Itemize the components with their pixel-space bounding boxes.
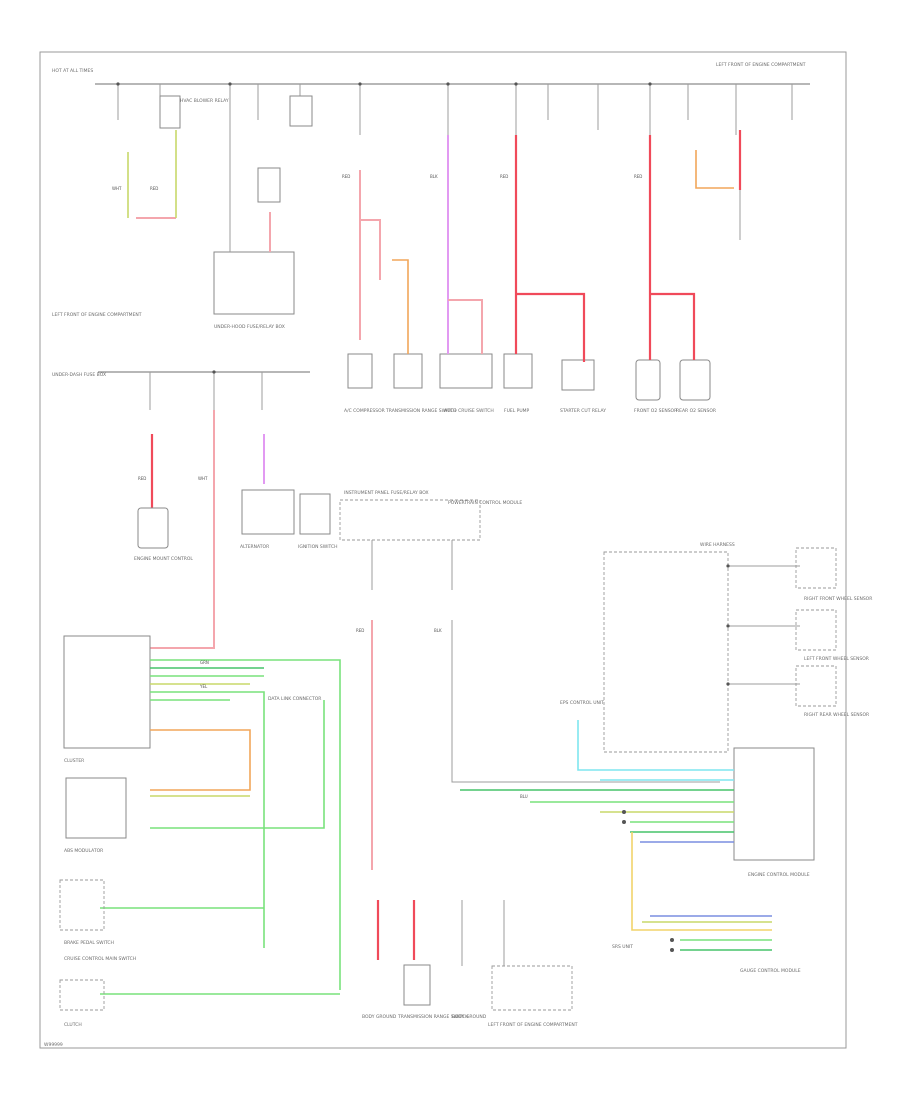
label-pcm: POWERTRAIN CONTROL MODULE — [448, 500, 522, 506]
label-relay-hvac: HVAC BLOWER RELAY — [180, 98, 229, 104]
label-bottom-left-1: BRAKE PEDAL SWITCH — [64, 940, 114, 946]
relay-box-1 — [159, 95, 181, 129]
center-block — [339, 499, 720, 1006]
footer-code: W99999 — [44, 1042, 63, 1048]
label-c9: ALTERNATOR — [240, 544, 269, 550]
label-ground-left: LEFT FRONT OF ENGINE COMPARTMENT — [52, 312, 142, 318]
label-c1: A/C COMPRESSOR — [344, 408, 385, 414]
comp-c3-box — [439, 353, 493, 389]
label-eps: EPS CONTROL UNIT — [560, 700, 604, 706]
right-block — [460, 547, 837, 951]
wire-label-10: BLK — [434, 628, 442, 633]
label-instrument-panel-fuse: INSTRUMENT PANEL FUSE/RELAY BOX — [344, 490, 429, 496]
wire-label-2: RED — [150, 186, 158, 191]
label-wire-harness: WIRE HARNESS — [700, 542, 735, 548]
wire-label-5: RED — [500, 174, 508, 179]
comp-c8-box — [137, 507, 169, 549]
wire-label-4: BLK — [430, 174, 438, 179]
comp-c1-box — [347, 353, 373, 389]
relay-box-3 — [257, 167, 281, 203]
wire-label-11: GRN — [200, 660, 209, 665]
comp-c9-box — [241, 489, 295, 535]
wire-label-12: YEL — [199, 684, 208, 689]
comp-c10-box — [299, 493, 331, 535]
wire-label-1: WHT — [112, 186, 122, 191]
wire-label-6: RED — [634, 174, 642, 179]
cluster-block — [59, 635, 341, 1011]
label-engine-control: ENGINE CONTROL MODULE — [748, 872, 810, 878]
bottom-comp-2 — [403, 964, 431, 1006]
top-power-bus — [95, 83, 810, 135]
label-gauge: GAUGE CONTROL MODULE — [740, 968, 801, 974]
label-bottom-1: BODY GROUND — [362, 1014, 397, 1020]
wire-label-8: WHT — [198, 476, 208, 481]
label-right-sensor-1: RIGHT FRONT WHEEL SENSOR — [804, 596, 872, 602]
comp-c7-box — [679, 359, 711, 401]
middle-bus — [98, 371, 331, 649]
wire-label-3: RED — [342, 174, 350, 179]
top-components — [159, 95, 711, 401]
engine-control-box — [733, 747, 815, 861]
cluster-box — [63, 635, 151, 749]
label-under-hood-fuse: UNDER-HOOD FUSE/RELAY BOX — [214, 324, 285, 330]
top-wires — [127, 130, 742, 362]
label-c10: IGNITION SWITCH — [298, 544, 338, 550]
label-c8: ENGINE MOUNT CONTROL — [134, 556, 193, 562]
comp-c2-box — [393, 353, 423, 389]
label-c2: TRANSMISSION RANGE SWITCH — [385, 408, 456, 414]
label-top-right-title: LEFT FRONT OF ENGINE COMPARTMENT — [716, 62, 806, 68]
comp-c6-box — [635, 359, 661, 401]
label-cluster: CLUSTER — [64, 758, 84, 764]
diagram-frame — [39, 51, 847, 1049]
label-c6: FRONT O2 SENSOR — [634, 408, 677, 414]
label-bottom-4: LEFT FRONT OF ENGINE COMPARTMENT — [488, 1022, 578, 1028]
hvac-relay-box — [213, 251, 295, 315]
wire-color-labels: WHT RED RED BLK RED RED RED WHT RED BLK … — [112, 174, 642, 799]
label-srs: SRS UNIT — [612, 944, 633, 950]
comp-c4-box — [503, 353, 533, 389]
label-c4: FUEL PUMP — [504, 408, 530, 414]
bottom-components — [461, 900, 573, 1011]
label-c3: AUTO CRUISE SWITCH — [444, 408, 494, 414]
junction-dots — [116, 82, 730, 952]
label-bottom-2: TRANSMISSION RANGE SWITCH — [397, 1014, 468, 1020]
label-bottom-3: BODY GROUND — [452, 1014, 487, 1020]
label-top-left-power: HOT AT ALL TIMES — [52, 68, 93, 74]
label-abs: ABS MODULATOR — [64, 848, 103, 854]
wire-label-9: RED — [356, 628, 364, 633]
label-right-sensor-2: LEFT FRONT WHEEL SENSOR — [804, 656, 869, 662]
label-c7: REAR O2 SENSOR — [676, 408, 716, 414]
wire-label-13: BLU — [520, 794, 528, 799]
label-bottom-left-2: CRUISE CONTROL MAIN SWITCH — [64, 956, 136, 962]
comp-c5-box — [561, 359, 595, 391]
sub-box — [65, 777, 127, 839]
relay-box-2 — [289, 95, 313, 127]
label-bottom-left-3: CLUTCH — [64, 1022, 82, 1028]
label-mid-left-block: UNDER-DASH FUSE BOX — [52, 372, 106, 378]
label-layer: HOT AT ALL TIMES LEFT FRONT OF ENGINE CO… — [44, 62, 872, 1048]
label-data-link: DATA LINK CONNECTOR — [268, 696, 321, 702]
label-right-sensor-3: RIGHT REAR WHEEL SENSOR — [804, 712, 869, 718]
wire-label-7: RED — [138, 476, 146, 481]
label-c5: STARTER CUT RELAY — [560, 408, 606, 414]
